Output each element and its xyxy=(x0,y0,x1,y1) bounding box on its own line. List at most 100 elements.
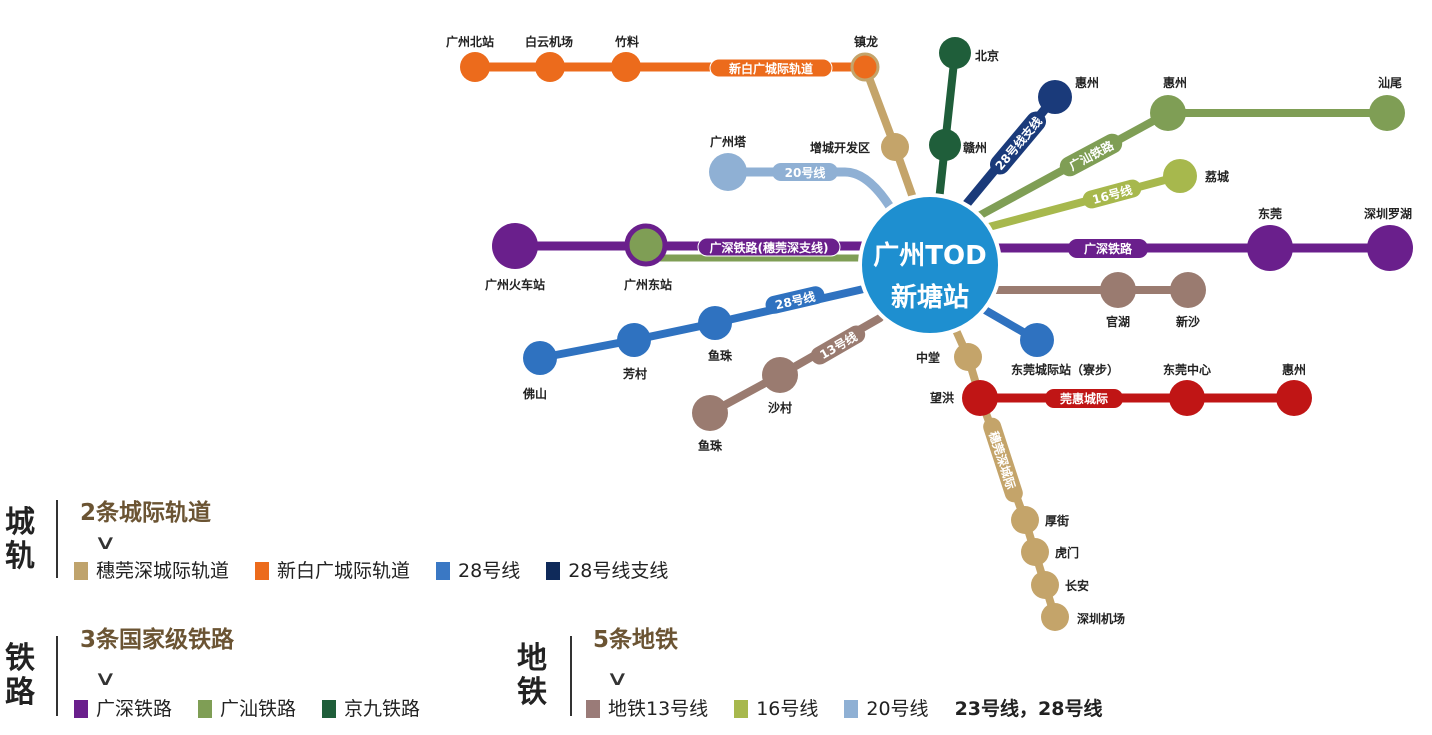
station-name: 东莞 xyxy=(1258,206,1282,221)
station[interactable] xyxy=(1276,380,1312,416)
station-name: 白云机场 xyxy=(525,34,573,49)
station[interactable] xyxy=(1247,225,1293,271)
legend-category: 城轨 xyxy=(5,505,35,574)
chevron-down-icon: ∨ xyxy=(93,530,118,554)
station-name: 中堂 xyxy=(916,350,940,365)
station[interactable] xyxy=(624,223,668,267)
legend-heading: 3条国家级铁路 xyxy=(80,627,235,653)
legend-item: 穗莞深城际轨道 xyxy=(74,559,229,583)
station-name: 广州塔 xyxy=(710,134,747,149)
station[interactable] xyxy=(881,133,909,161)
station[interactable] xyxy=(709,153,747,191)
station[interactable] xyxy=(1020,323,1054,357)
station[interactable] xyxy=(1031,571,1059,599)
station[interactable] xyxy=(929,129,961,161)
legend-item: 20号线 xyxy=(844,697,929,721)
line-label-xinbai: 新白广城际轨道 xyxy=(729,61,813,76)
legend-label: 16号线 xyxy=(756,698,819,720)
station[interactable] xyxy=(698,306,732,340)
station[interactable] xyxy=(1041,603,1069,631)
legend-label: 28号线 xyxy=(458,560,521,582)
station-name: 望洪 xyxy=(930,390,954,405)
station-name: 汕尾 xyxy=(1378,75,1402,90)
station[interactable] xyxy=(617,323,651,357)
stations xyxy=(460,37,1413,631)
station[interactable] xyxy=(492,223,538,269)
legend-label: 广深铁路 xyxy=(96,698,173,720)
legend-label: 广汕铁路 xyxy=(220,698,297,720)
swatch xyxy=(586,700,600,718)
legend-item: 新白广城际轨道 xyxy=(255,559,410,583)
station-name: 东莞城际站（寮步） xyxy=(1011,362,1119,377)
station[interactable] xyxy=(1169,380,1205,416)
swatch xyxy=(844,700,859,718)
legend-item: 广汕铁路 xyxy=(198,697,296,721)
station-name: 深圳罗湖 xyxy=(1364,206,1412,221)
station[interactable] xyxy=(1100,272,1136,308)
station[interactable] xyxy=(1170,272,1206,308)
swatch xyxy=(734,700,749,718)
legend-item: 16号线 xyxy=(734,697,818,721)
station[interactable] xyxy=(1038,80,1072,114)
station[interactable] xyxy=(535,52,565,82)
station-name: 惠州 xyxy=(1163,75,1187,90)
legend-item: 广深铁路 xyxy=(74,697,172,721)
legend-heading: 2条城际轨道 xyxy=(80,500,212,526)
legend-label: 28号线支线 xyxy=(568,560,669,582)
legend-label: 京九铁路 xyxy=(344,698,421,720)
station[interactable] xyxy=(1021,538,1049,566)
station-name: 赣州 xyxy=(963,140,987,155)
legend-item: 京九铁路 xyxy=(322,697,420,721)
swatch xyxy=(546,562,561,580)
legend-extra-lines: 23号线，28号线 xyxy=(954,698,1103,720)
swatch xyxy=(198,700,213,718)
station-names: 广州北站 白云机场 竹料 镇龙 增城开发区 广州塔 广州火车站 广州东站 鱼珠 … xyxy=(446,34,1412,626)
station[interactable] xyxy=(1369,95,1405,131)
line-label-guangshen: 广深铁路 xyxy=(1084,241,1133,256)
line-16 xyxy=(981,172,1184,232)
station-name: 芳村 xyxy=(623,366,647,381)
legend-item: 地铁13号线 xyxy=(586,697,708,721)
hub-name-line2: 新塘站 xyxy=(891,282,969,313)
station[interactable] xyxy=(692,395,728,431)
station[interactable] xyxy=(460,52,490,82)
station[interactable] xyxy=(850,52,880,82)
station-name: 竹料 xyxy=(614,34,639,49)
legend-label: 地铁13号线 xyxy=(608,698,709,720)
station-name: 惠州 xyxy=(1075,75,1099,90)
station-name: 鱼珠 xyxy=(708,348,733,363)
station-name: 东莞中心 xyxy=(1163,362,1211,377)
hub-station[interactable]: 广州TOD 新塘站 xyxy=(858,193,1002,337)
station[interactable] xyxy=(611,52,641,82)
station-name: 沙村 xyxy=(768,400,792,415)
line-label-guanhui: 莞惠城际 xyxy=(1060,391,1108,406)
station-name: 北京 xyxy=(975,48,999,63)
station[interactable] xyxy=(939,37,971,69)
chevron-down-icon: ∨ xyxy=(93,666,118,690)
station[interactable] xyxy=(954,343,982,371)
station[interactable] xyxy=(1011,506,1039,534)
legend-heading: 5条地铁 xyxy=(593,627,679,653)
line-label-28-branch: 28号线支线 xyxy=(992,114,1045,173)
station[interactable] xyxy=(1367,225,1413,271)
station-name: 广州北站 xyxy=(446,34,494,49)
swatch xyxy=(255,562,270,580)
station[interactable] xyxy=(762,357,798,393)
station-name: 新沙 xyxy=(1176,314,1200,329)
swatch xyxy=(436,562,451,580)
line-label-13: 13号线 xyxy=(817,329,860,362)
legend-label: 新白广城际轨道 xyxy=(277,560,411,582)
legend-item: 28号线支线 xyxy=(546,559,668,583)
station[interactable] xyxy=(523,341,557,375)
station-name: 惠州 xyxy=(1282,362,1306,377)
station[interactable] xyxy=(1150,95,1186,131)
legend-category: 地铁 xyxy=(517,641,547,710)
station[interactable] xyxy=(1163,159,1197,193)
station-name: 佛山 xyxy=(522,386,547,401)
divider xyxy=(56,636,58,716)
station-name: 长安 xyxy=(1065,578,1089,593)
legend-label: 穗莞深城际轨道 xyxy=(96,560,230,582)
station[interactable] xyxy=(962,380,998,416)
legend-item: 28号线 xyxy=(436,559,520,583)
